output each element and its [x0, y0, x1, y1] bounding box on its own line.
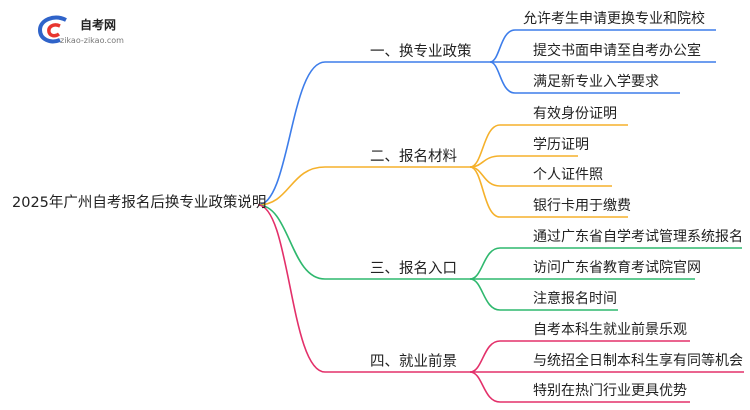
branch-4-connectors	[257, 204, 744, 403]
logo-name: 自考网	[80, 18, 117, 32]
site-logo	[36, 14, 156, 50]
leaf-4-2: 与统招全日制本科生享有同等机会	[533, 353, 743, 369]
logo-swirl-icon	[37, 15, 67, 44]
leaf-4-3: 特别在热门行业更具优势	[533, 383, 687, 399]
leaf-3-3: 注意报名时间	[533, 291, 617, 307]
leaf-2-4: 银行卡用于缴费	[533, 198, 631, 214]
logo-url: zikao-zikao.com	[60, 36, 124, 45]
branch-2-connectors	[257, 124, 628, 218]
leaf-1-1: 允许考生申请更换专业和院校	[523, 11, 705, 27]
root-topic: 2025年广州自考报名后换专业政策说明	[12, 195, 267, 211]
branch-1-label: 一、换专业政策	[370, 44, 472, 60]
leaf-3-2: 访问广东省教育考试院官网	[533, 260, 701, 276]
branch-2-label: 二、报名材料	[370, 149, 457, 165]
leaf-1-2: 提交书面申请至自考办公室	[533, 43, 701, 59]
leaf-1-3: 满足新专业入学要求	[533, 74, 659, 90]
leaf-2-1: 有效身份证明	[533, 106, 617, 122]
leaf-2-2: 学历证明	[533, 137, 589, 153]
leaf-3-1: 通过广东省自学考试管理系统报名	[533, 229, 743, 245]
branch-1-connectors	[257, 29, 716, 206]
leaf-2-3: 个人证件照	[533, 167, 603, 183]
leaf-4-1: 自考本科生就业前景乐观	[533, 322, 687, 338]
branch-3-label: 三、报名入口	[370, 261, 457, 277]
branch-3-connectors	[257, 204, 742, 311]
branch-4-label: 四、就业前景	[370, 354, 457, 370]
